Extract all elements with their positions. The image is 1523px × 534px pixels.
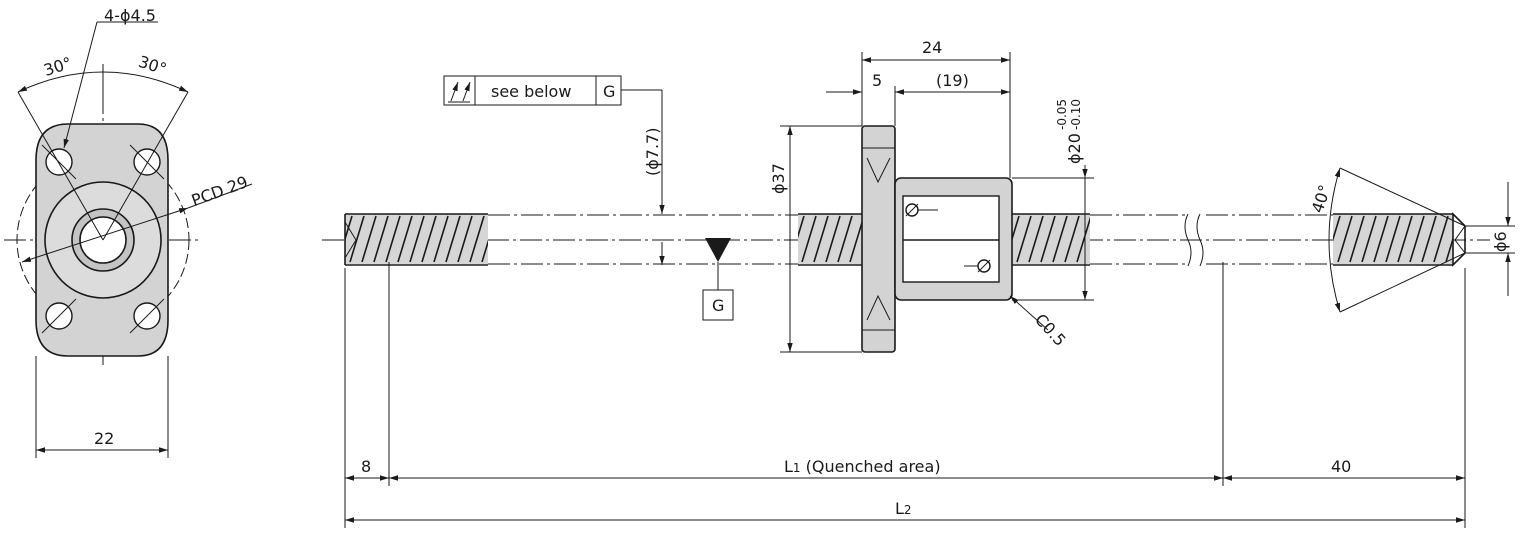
flange-width-label: 5 bbox=[872, 71, 882, 90]
break-mark-right bbox=[1196, 213, 1204, 267]
datum-label: G bbox=[712, 296, 724, 315]
dim-l2-subscript: 2 bbox=[904, 503, 912, 517]
width-label: 22 bbox=[94, 429, 114, 448]
pcd-leader bbox=[21, 207, 189, 263]
angle-label-right: 30° bbox=[136, 52, 169, 79]
dim-l1-main: L bbox=[784, 457, 793, 476]
dim-l1-label: L1 (Quenched area) bbox=[784, 457, 941, 476]
nut-flange bbox=[861, 125, 896, 353]
side-view: see below G G (ϕ7.7) ϕ37 24 5 (19) ϕ20 bbox=[322, 38, 1515, 528]
nut-length-label: 24 bbox=[922, 38, 942, 57]
dim-l2-main: L bbox=[895, 499, 904, 518]
break-mark-left bbox=[1184, 213, 1192, 267]
runout-text: see below bbox=[491, 82, 571, 101]
hole-callout: 4-ϕ4.5 bbox=[104, 6, 156, 25]
nut-tolerance-lower: -0.10 bbox=[1069, 99, 1083, 130]
dim-8-label: 8 bbox=[361, 457, 371, 476]
dim-40-label: 40 bbox=[1331, 457, 1351, 476]
nut-tolerance-upper: -0.05 bbox=[1055, 99, 1069, 130]
shaft-diameter-label: (ϕ7.7) bbox=[643, 128, 662, 176]
body-length-label: (19) bbox=[936, 71, 969, 90]
pcd-label: PCD 29 bbox=[189, 172, 251, 210]
chamfer-label: C0.5 bbox=[1031, 310, 1070, 350]
hole-leader bbox=[63, 21, 98, 149]
circular-runout-icon bbox=[448, 81, 471, 103]
tip-diameter-label: ϕ6 bbox=[1491, 231, 1510, 252]
bolt-holes bbox=[41, 144, 165, 334]
taper-angle-arc bbox=[1328, 167, 1341, 313]
thread-right-end bbox=[1333, 212, 1466, 267]
dim-l1-text: (Quenched area) bbox=[801, 457, 941, 476]
thread-middle bbox=[798, 213, 862, 266]
dim-l2-label: L2 bbox=[895, 499, 912, 518]
thread-right-of-nut bbox=[1012, 213, 1090, 266]
nut-diameter-label: ϕ20 bbox=[1065, 133, 1084, 164]
runout-frame bbox=[443, 75, 668, 265]
angle-label-left: 30° bbox=[41, 53, 74, 80]
nut-body bbox=[894, 177, 1013, 301]
datum-symbol bbox=[702, 238, 734, 321]
front-view: 4-ϕ4.5 30° 30° PCD 29 22 bbox=[4, 6, 253, 458]
chamfer-leader bbox=[1009, 295, 1049, 331]
runout-datum: G bbox=[603, 82, 615, 101]
thread-left bbox=[344, 213, 488, 266]
flange-diameter-label: ϕ37 bbox=[769, 163, 788, 194]
dim-l1-subscript: 1 bbox=[793, 461, 801, 475]
